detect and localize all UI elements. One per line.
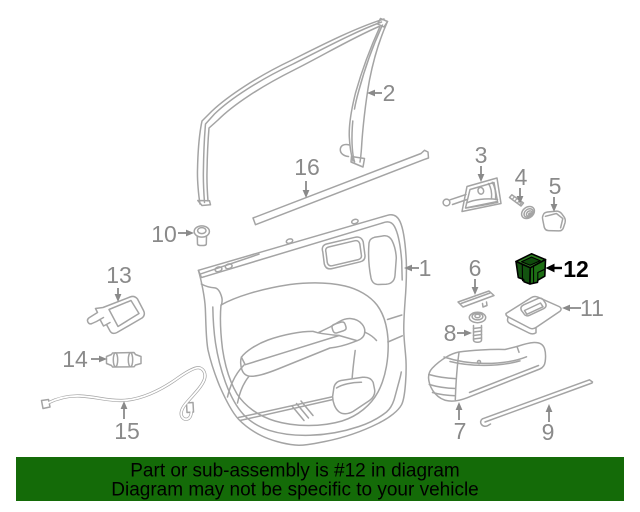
svg-text:12: 12: [563, 256, 589, 282]
svg-text:3: 3: [475, 142, 488, 168]
svg-text:16: 16: [294, 154, 320, 180]
svg-text:7: 7: [454, 418, 467, 444]
svg-text:Part or sub-assembly is #12 in: Part or sub-assembly is #12 in diagram: [130, 461, 459, 482]
svg-text:2: 2: [383, 80, 396, 106]
svg-text:13: 13: [106, 262, 132, 288]
svg-text:6: 6: [469, 255, 482, 281]
svg-text:8: 8: [444, 320, 457, 346]
svg-text:14: 14: [62, 346, 88, 372]
svg-text:Diagram may not be specific to: Diagram may not be specific to your vehi…: [111, 480, 479, 501]
svg-text:15: 15: [114, 418, 140, 444]
svg-text:9: 9: [542, 419, 555, 445]
svg-text:4: 4: [515, 164, 528, 190]
svg-text:10: 10: [151, 221, 177, 247]
svg-text:5: 5: [549, 173, 562, 199]
svg-text:11: 11: [580, 295, 604, 321]
svg-text:1: 1: [419, 255, 432, 281]
